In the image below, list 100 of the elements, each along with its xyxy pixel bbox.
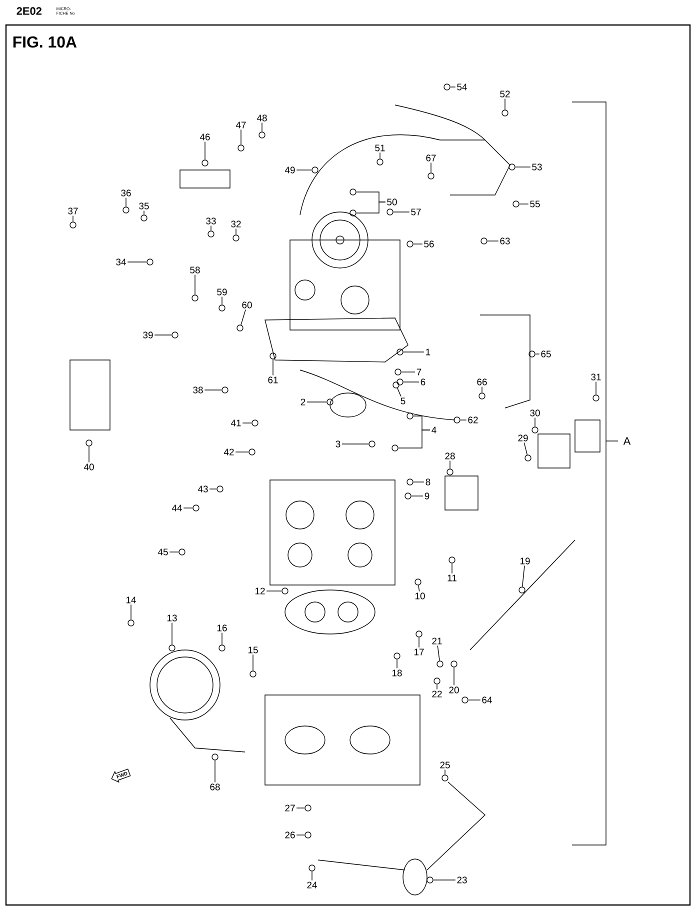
callout-number: 55 <box>530 200 540 208</box>
part-symbol <box>238 144 244 152</box>
part-symbol <box>396 348 404 356</box>
leader-line <box>266 590 282 592</box>
leader-line <box>396 659 398 669</box>
part-symbol <box>218 304 226 312</box>
callout-number: 54 <box>457 84 467 90</box>
part-symbol <box>168 644 176 652</box>
part-symbol <box>216 486 224 492</box>
leader-line <box>88 446 90 463</box>
part-symbol <box>270 352 276 360</box>
leader-line <box>504 98 506 110</box>
callout-number: 27 <box>285 804 295 812</box>
part-symbol <box>282 588 288 594</box>
part-symbol <box>524 454 532 462</box>
part-symbol <box>222 386 228 394</box>
callout-number: 67 <box>426 154 436 162</box>
leader-line <box>214 760 216 783</box>
leader-line <box>130 604 132 620</box>
callout-number: 43 <box>198 486 208 492</box>
leader-line <box>430 162 432 173</box>
part-symbol <box>416 630 422 638</box>
callout-number: 59 <box>217 288 227 296</box>
part-symbol <box>404 492 412 500</box>
part-symbol <box>258 132 266 138</box>
callout-number: 20 <box>449 686 459 694</box>
callout-number: 17 <box>414 648 424 656</box>
leader-line <box>209 488 217 490</box>
callout-number: 16 <box>217 624 227 632</box>
part-symbol <box>502 110 508 116</box>
leader-line <box>487 240 499 242</box>
part-symbol <box>406 240 414 248</box>
leader-line <box>296 834 305 836</box>
part-symbol <box>140 214 148 222</box>
leader-line <box>418 584 420 592</box>
callout-number: 23 <box>457 876 467 884</box>
part-symbol <box>232 234 240 242</box>
callout-number: 33 <box>206 218 216 224</box>
leader-line <box>240 129 242 145</box>
part-symbol <box>128 620 134 626</box>
callout-number: 37 <box>68 208 78 214</box>
part-symbol <box>192 294 198 302</box>
leader-line <box>418 637 420 648</box>
callout-number: 66 <box>477 378 487 386</box>
callout-number: 51 <box>375 144 385 152</box>
callout-number: 64 <box>482 696 492 704</box>
part-symbol <box>178 548 186 556</box>
callout-number: 3 <box>336 440 340 448</box>
callout-number: 58 <box>190 266 200 274</box>
callout-number: 29 <box>518 434 528 442</box>
leader-line <box>210 225 212 231</box>
part-symbol <box>512 200 520 208</box>
callout-number: 65 <box>541 350 551 358</box>
callout-number: 68 <box>210 784 220 790</box>
part-symbol <box>212 754 218 760</box>
part-symbol <box>528 350 536 358</box>
part-symbol <box>386 208 394 216</box>
section-letter: A <box>623 437 631 445</box>
callout-number: 44 <box>172 504 182 512</box>
part-symbol <box>146 258 154 266</box>
leader-line <box>272 359 274 376</box>
callout-number: 39 <box>143 332 153 338</box>
part-symbol <box>426 876 434 884</box>
part-symbol <box>478 392 486 400</box>
callout-number: 41 <box>230 420 241 426</box>
callout-number: 22 <box>432 690 442 698</box>
callout-number: 9 <box>424 492 430 500</box>
callout-number: 52 <box>500 90 510 98</box>
leader-line <box>522 565 525 588</box>
callout-number: 18 <box>392 670 402 676</box>
callout-number: 2 <box>300 398 306 406</box>
callout-number: 56 <box>424 240 434 248</box>
callout-number: 14 <box>126 596 136 604</box>
part-symbol <box>414 578 422 586</box>
leader-line <box>154 334 172 336</box>
leader-line <box>194 274 196 296</box>
part-symbol <box>208 230 214 238</box>
callout-number: 13 <box>167 614 177 622</box>
leader-line <box>515 166 531 168</box>
callout-number: 63 <box>500 238 510 244</box>
part-symbol <box>480 238 488 244</box>
part-symbol <box>392 382 400 388</box>
callout-number: 61 <box>268 376 278 384</box>
callout-number: 53 <box>532 164 542 170</box>
part-symbol <box>250 670 256 678</box>
callout-number: 21 <box>432 638 442 644</box>
callout-number: 15 <box>248 646 258 654</box>
part-symbol <box>392 444 398 452</box>
part-symbol <box>406 412 414 420</box>
callout-number: 19 <box>520 558 530 564</box>
part-symbol <box>218 644 226 652</box>
leader-line <box>450 86 456 88</box>
callout-number: 40 <box>84 464 94 470</box>
callout-number: 7 <box>416 368 422 376</box>
part-symbol <box>442 774 448 782</box>
part-symbol <box>350 188 356 196</box>
figure-title: FIG. 10A <box>13 36 77 48</box>
callout-number: 42 <box>224 448 234 456</box>
part-symbol <box>518 586 526 594</box>
callout-number: 46 <box>200 134 210 140</box>
